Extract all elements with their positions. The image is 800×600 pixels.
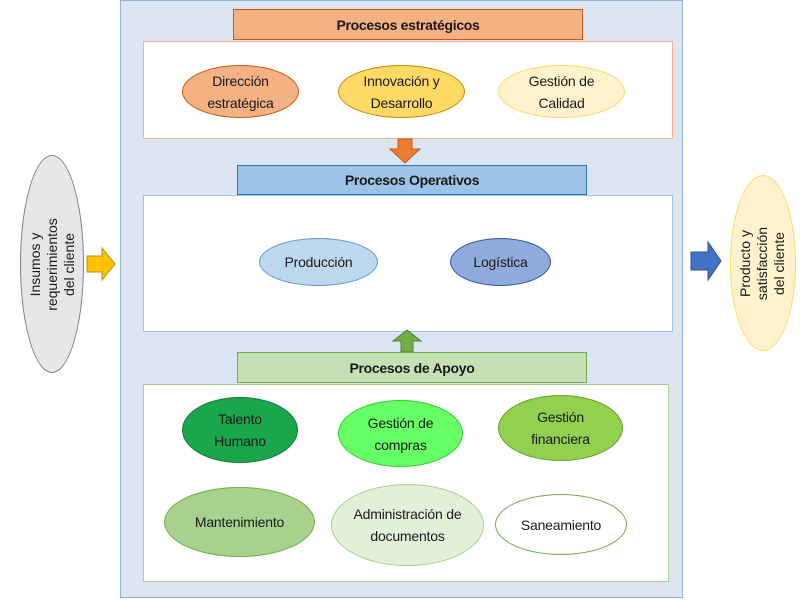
support-item-financiera: Gestión financiera <box>498 395 623 461</box>
support-up-arrow <box>391 329 423 353</box>
input-arrow <box>86 246 116 282</box>
strategic-title: Procesos estratégicos <box>336 16 480 33</box>
operative-header: Procesos Operativos <box>237 165 587 195</box>
operative-item-label: Logística <box>473 254 528 270</box>
operative-item-logistica: Logística <box>450 238 551 286</box>
strategic-item-innovacion: Innovación y Desarrollo <box>338 65 465 118</box>
support-item-label: Talento Humano <box>214 411 266 449</box>
output-label: Producto y satisfacción del cliente <box>737 226 788 300</box>
operative-item-label: Producción <box>284 254 353 270</box>
support-item-label: Gestión financiera <box>531 409 590 447</box>
support-item-mantenimiento: Mantenimiento <box>164 487 315 557</box>
support-item-label: Gestión de compras <box>367 414 434 453</box>
operative-title: Procesos Operativos <box>344 172 480 188</box>
strategic-down-arrow <box>388 138 422 164</box>
support-item-talento: Talento Humano <box>182 397 298 463</box>
strategic-item-label: Gestión de Calidad <box>528 72 595 111</box>
strategic-item-direccion: Dirección estratégica <box>182 65 299 118</box>
input-ellipse: Insumos y requerimientos del cliente <box>20 155 84 373</box>
support-title: Procesos de Apoyo <box>349 359 475 376</box>
support-item-label: Mantenimiento <box>194 514 285 530</box>
support-item-saneamiento: Saneamiento <box>495 494 627 555</box>
operative-item-produccion: Producción <box>259 238 378 286</box>
strategic-header: Procesos estratégicos <box>233 9 583 40</box>
output-ellipse: Producto y satisfacción del cliente <box>730 175 796 351</box>
support-item-label: Administración de documentos <box>353 506 462 544</box>
strategic-item-label: Dirección estratégica <box>207 72 274 111</box>
strategic-item-calidad: Gestión de Calidad <box>498 65 625 118</box>
strategic-item-label: Innovación y Desarrollo <box>363 72 440 111</box>
input-label: Insumos y requerimientos del cliente <box>26 217 77 311</box>
support-item-documentos: Administración de documentos <box>331 484 484 566</box>
support-item-label: Saneamiento <box>520 516 602 533</box>
support-header: Procesos de Apoyo <box>237 352 587 383</box>
output-arrow <box>690 240 722 282</box>
support-item-compras: Gestión de compras <box>338 400 463 467</box>
operative-panel <box>143 195 673 332</box>
